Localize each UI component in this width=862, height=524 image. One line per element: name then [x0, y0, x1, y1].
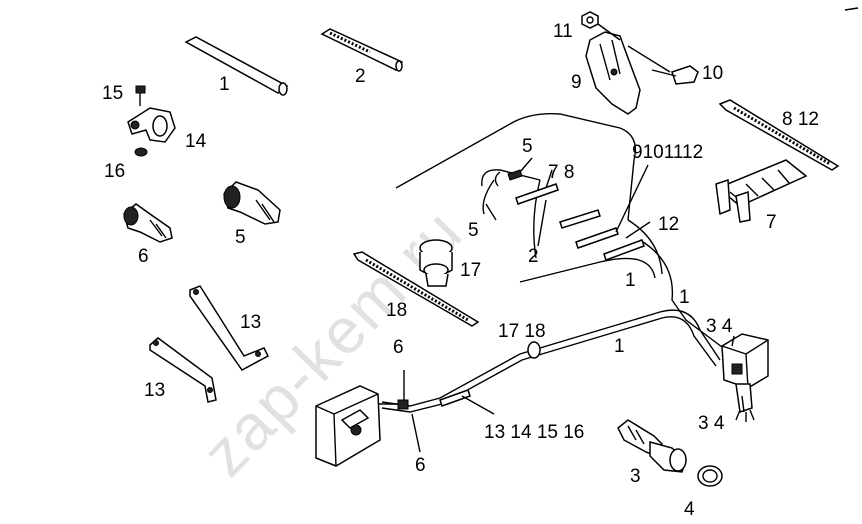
leader-lines: [403, 157, 745, 453]
fuel-tank-outline: [395, 113, 663, 283]
part-1-tube: [184, 36, 289, 96]
label-1: 1: [614, 336, 625, 357]
part-6-fitting: [123, 203, 173, 243]
label-4: 4: [684, 499, 695, 520]
part-4-washer: [697, 465, 723, 487]
label-6: 6: [138, 246, 149, 267]
part-13-bracket-left: [149, 337, 217, 403]
label-1: 1: [679, 287, 690, 308]
label-5: 5: [235, 227, 246, 248]
label-3: 3: [630, 466, 641, 487]
label-3-4: 3 4: [698, 413, 725, 434]
label-13-14-15-16: 13 14 15 16: [484, 422, 584, 443]
part-5-fitting: [223, 181, 281, 225]
leader-10: [627, 45, 671, 73]
label-9: 9: [571, 72, 582, 93]
corner-mark: [844, 7, 859, 11]
part-15-bolt: [135, 85, 146, 106]
part-8-12-tie-strap: [718, 99, 840, 171]
fuel-pump: [721, 333, 769, 422]
label-3-4: 3 4: [706, 316, 733, 337]
leader-11: [597, 23, 621, 41]
part-3-fitting: [617, 419, 687, 473]
label-10: 10: [702, 63, 723, 84]
part-13-bracket-right: [189, 285, 269, 371]
label-18: 18: [386, 300, 407, 321]
label-6: 6: [393, 337, 404, 358]
label-7-8: 7 8: [548, 162, 574, 183]
label-16: 16: [104, 161, 125, 182]
label-17: 17: [460, 260, 481, 281]
label-11: 11: [553, 21, 573, 42]
label-15: 15: [102, 83, 123, 104]
label-9101112: 9101112: [632, 142, 703, 163]
part-2-hose: [320, 28, 404, 72]
label-5: 5: [522, 136, 533, 157]
part-7-clip: [715, 159, 808, 223]
label-2: 2: [528, 246, 539, 267]
fuel-line-main: [381, 179, 727, 413]
part-9-bracket: [585, 31, 641, 115]
part-10-bolt: [651, 65, 699, 85]
label-8-12: 8 12: [782, 109, 819, 130]
hose-loop: [481, 169, 541, 187]
part-18-tie-strap: [352, 251, 480, 327]
part-14-clamp: [127, 107, 176, 143]
label-1: 1: [219, 74, 230, 95]
label-5: 5: [468, 220, 479, 241]
label-17-18: 17 18: [498, 321, 546, 342]
label-13: 13: [144, 380, 165, 401]
label-1: 1: [625, 270, 636, 291]
part-11-nut: [581, 11, 599, 29]
clamp-marks: [439, 183, 645, 407]
label-14: 14: [185, 131, 207, 152]
label-13: 13: [240, 312, 261, 333]
label-6: 6: [415, 455, 426, 476]
label-12: 12: [658, 214, 679, 235]
part-16-washer: [134, 147, 148, 157]
label-2: 2: [355, 66, 366, 87]
label-7: 7: [766, 212, 777, 233]
heater-unit: [315, 385, 409, 467]
part-17-grommet: [419, 239, 453, 287]
